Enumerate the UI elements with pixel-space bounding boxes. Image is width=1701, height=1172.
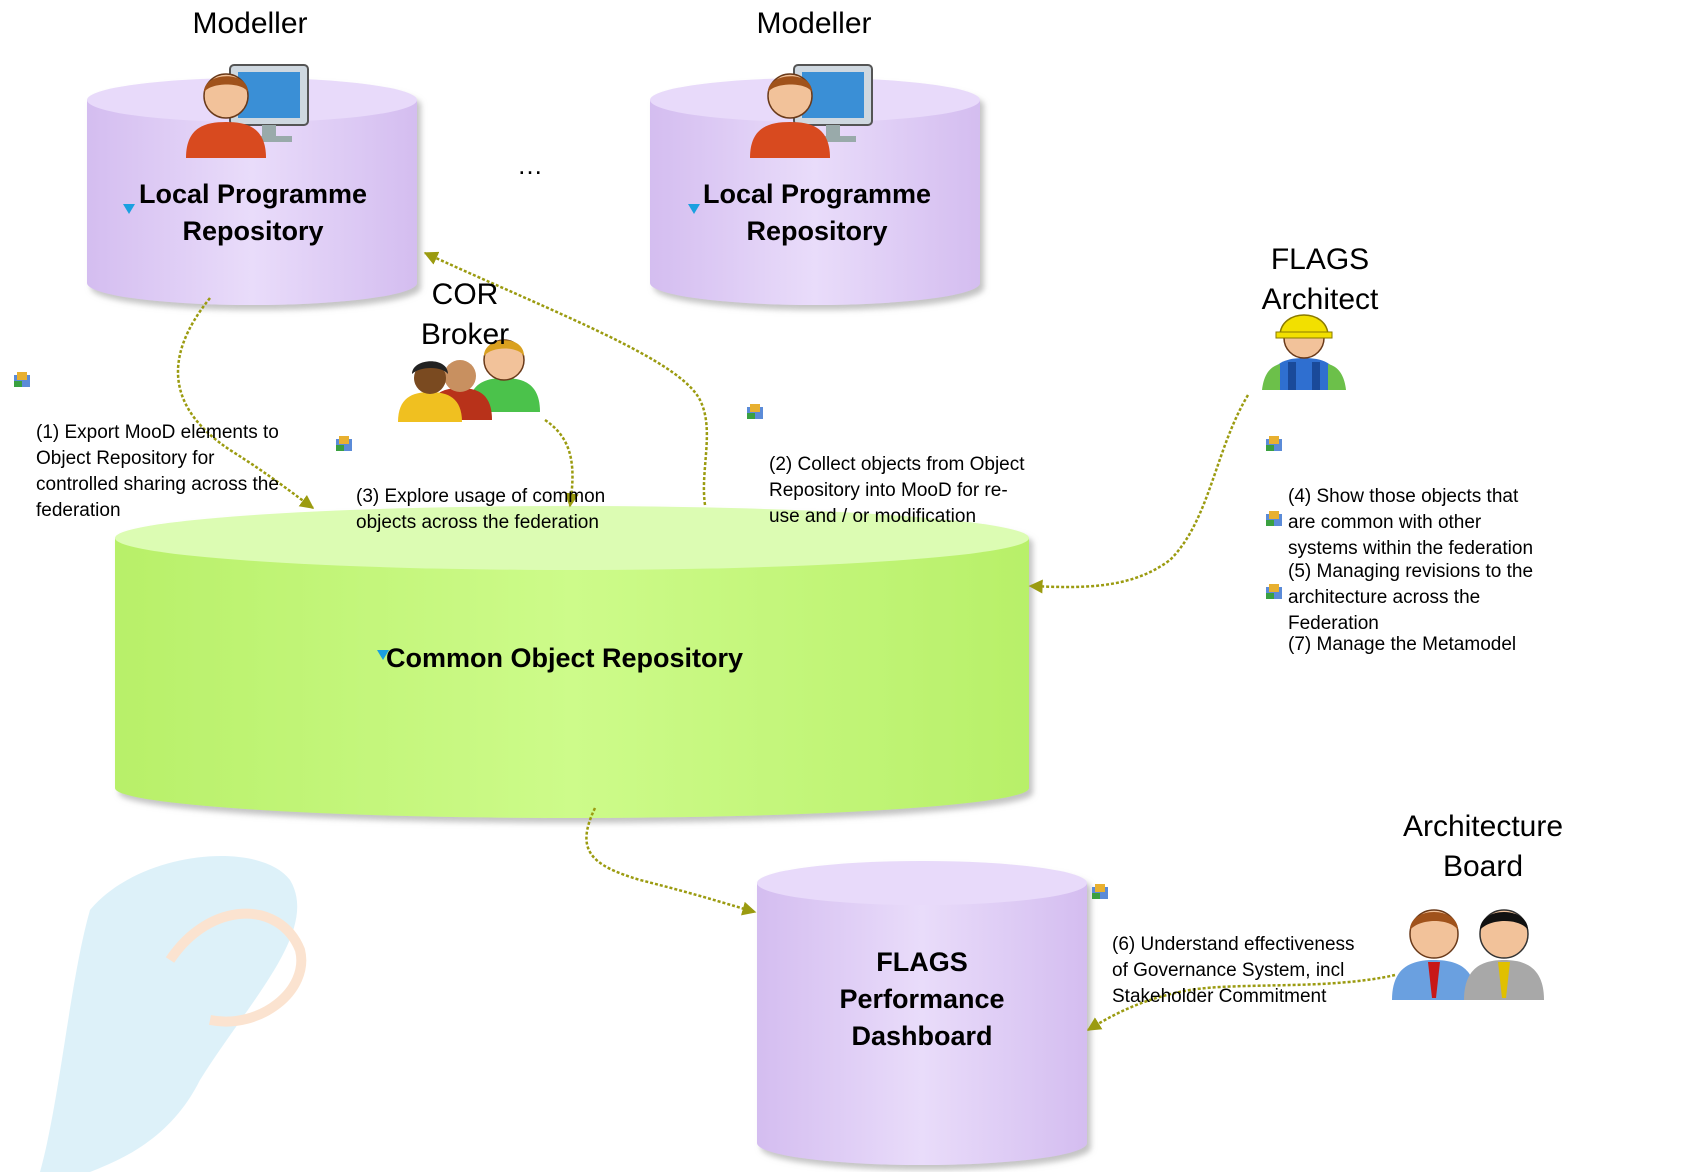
note-4-text: (4) Show those objects that are common w… (1288, 486, 1534, 559)
repo-label-local-left: Local Programme Repository (138, 179, 368, 246)
actor-title-cor-broker: COR Broker (420, 278, 510, 351)
repo-label-dashboard: FLAGS Performance Dashboard (839, 947, 1005, 1051)
repo-label-common: Common Object Repository (386, 643, 744, 673)
note-4: (4) Show those objects that are common w… (1266, 432, 1533, 588)
note-5-text: (5) Managing revisions to the architectu… (1288, 561, 1534, 634)
note-3-text: (3) Explore usage of common objects acro… (356, 486, 606, 533)
repo-common (115, 506, 1029, 818)
broker-icon (398, 339, 540, 422)
note-1: (1) Export MooD elements to Object Repos… (14, 368, 279, 550)
bullet-icon (747, 404, 763, 419)
note-6-text: (6) Understand effectiveness of Governan… (1112, 934, 1355, 1007)
arrow-explore (544, 418, 579, 508)
bullet-icon (1266, 436, 1282, 451)
actor-title-modeller-left: Modeller (192, 7, 308, 40)
actor-title-architecture-board: Architecture Board (1402, 810, 1564, 883)
bullet-icon (1266, 511, 1282, 526)
arrow-dashboard (585, 807, 757, 916)
marker-icon (123, 204, 135, 214)
repo-dashboard (757, 861, 1087, 1165)
modeller-icon (186, 64, 309, 158)
repo-local-right (650, 78, 980, 305)
note-7-text: (7) Manage the Metamodel (1288, 634, 1517, 655)
actor-title-flags-architect: FLAGS Architect (1261, 243, 1379, 316)
ellipsis: … (517, 150, 543, 180)
note-2-text: (2) Collect objects from Object Reposito… (769, 454, 1025, 527)
note-3: (3) Explore usage of common objects acro… (336, 432, 605, 562)
bullet-icon (336, 436, 352, 451)
note-7: (7) Manage the Metamodel (1266, 580, 1516, 684)
marker-icon (688, 204, 700, 214)
arrow-board (1086, 973, 1396, 1032)
bullet-icon (14, 372, 30, 387)
modeller-icon (750, 64, 873, 158)
arrow-export (176, 297, 315, 510)
marker-icon (377, 650, 389, 660)
logo-watermark (40, 856, 307, 1172)
note-1-text: (1) Export MooD elements to Object Repos… (36, 422, 279, 521)
bullet-icon (1266, 584, 1282, 599)
bullet-icon (1092, 884, 1108, 899)
repo-label-local-right: Local Programme Repository (702, 179, 932, 246)
board-icon (1392, 909, 1544, 1000)
actor-title-modeller-right: Modeller (756, 7, 872, 40)
note-6: (6) Understand effectiveness of Governan… (1092, 880, 1355, 1036)
note-5: (5) Managing revisions to the architectu… (1266, 507, 1533, 663)
architect-icon (1262, 314, 1346, 390)
arrow-architect (1028, 394, 1250, 594)
flow-arrows (176, 251, 1396, 1032)
note-2: (2) Collect objects from Object Reposito… (747, 400, 1025, 556)
